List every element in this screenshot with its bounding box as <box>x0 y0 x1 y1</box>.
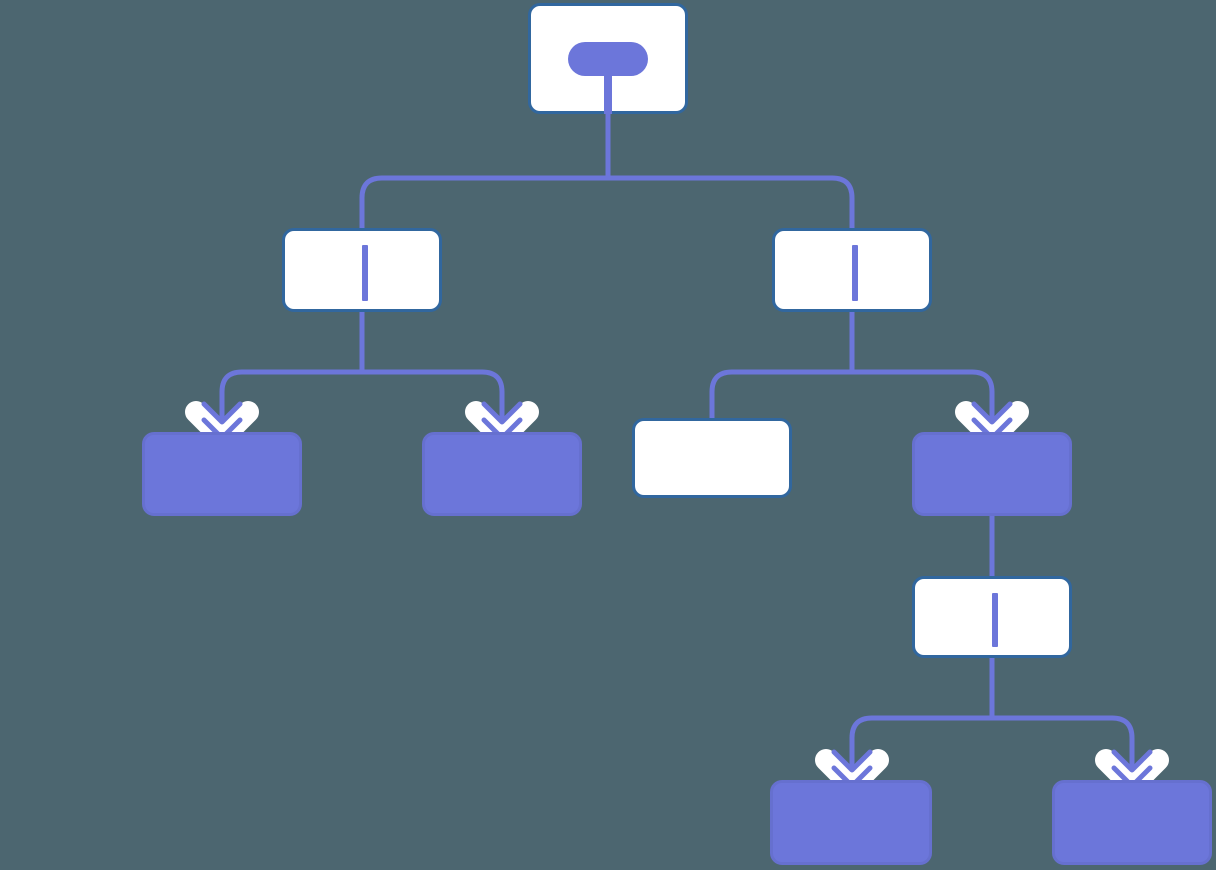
node-level5-b[interactable] <box>1052 780 1212 865</box>
node-level3-a[interactable] <box>142 432 302 516</box>
node-level5-a[interactable] <box>770 780 932 865</box>
node-level3-c-leaf[interactable] <box>632 418 792 498</box>
node-level4[interactable] <box>912 576 1072 658</box>
edge-l2b-to-children <box>709 312 995 427</box>
node-level3-d[interactable] <box>912 432 1072 516</box>
edge-root-to-level2 <box>359 113 855 231</box>
node-inner-line <box>852 245 858 301</box>
node-inner-line <box>362 245 368 301</box>
node-inner-line <box>992 593 998 647</box>
node-level2-left[interactable] <box>282 228 442 312</box>
node-level3-b[interactable] <box>422 432 582 516</box>
edge-l2a-to-children <box>219 312 505 427</box>
edge-l4-to-children <box>849 658 1135 775</box>
node-level2-right[interactable] <box>772 228 932 312</box>
root-badge-stem <box>604 70 612 114</box>
